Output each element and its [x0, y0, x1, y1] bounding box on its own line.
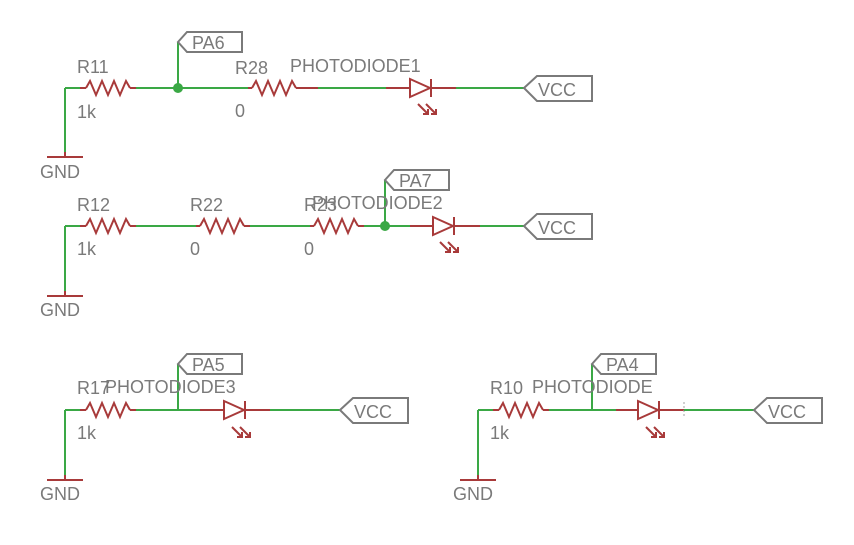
resistor-value: 1k: [77, 423, 97, 443]
svg-text:VCC: VCC: [354, 402, 392, 422]
ground-label: GND: [40, 300, 80, 320]
svg-text:PA6: PA6: [192, 33, 225, 53]
resistor-value: 0: [235, 101, 245, 121]
resistor-value: 0: [304, 239, 314, 259]
photodiode-ref: PHOTODIODE2: [312, 193, 443, 213]
circuit-row-1: GND R11 1k PA6 R28 0: [40, 31, 593, 182]
circuit-row-3: GND R17 1k PA5 PHOTODIODE3: [40, 353, 409, 504]
resistor-r17: [80, 400, 136, 420]
resistor-value: 1k: [77, 102, 97, 122]
resistor-value: 1k: [77, 239, 97, 259]
ground-symbol: [460, 409, 496, 481]
ground-symbol: [47, 225, 83, 297]
resistor-r23: [310, 216, 364, 236]
svg-text:VCC: VCC: [768, 402, 806, 422]
vcc-tag: VCC: [338, 397, 409, 424]
ground-label: GND: [40, 162, 80, 182]
resistor-r28: [248, 78, 318, 98]
photodiode-ref: PHOTODIODE1: [290, 56, 421, 76]
photodiode-ref: PHOTODIODE3: [105, 377, 236, 397]
circuit-row-2: GND R12 1k R22 0 R23 0: [40, 169, 593, 320]
resistor-ref: R23: [304, 195, 337, 215]
resistor-ref: R17: [77, 378, 110, 398]
junction-dot: [380, 221, 390, 231]
ground-symbol: [47, 409, 83, 481]
vcc-tag: VCC: [752, 397, 823, 424]
circuit-row-4: GND R10 1k PA4 PHOTODIODE: [453, 353, 823, 504]
vcc-tag: VCC: [522, 213, 593, 240]
port-tag-pa4: PA4: [590, 353, 657, 375]
svg-text:VCC: VCC: [538, 80, 576, 100]
svg-text:VCC: VCC: [538, 218, 576, 238]
resistor-r11: [80, 78, 136, 98]
resistor-ref: R22: [190, 195, 223, 215]
ground-symbol: [47, 87, 83, 158]
ground-label: GND: [40, 484, 80, 504]
photodiode-1: [386, 77, 456, 115]
resistor-value: 1k: [490, 423, 510, 443]
photodiode-3: [200, 399, 270, 438]
resistor-r10: [493, 400, 549, 420]
resistor-ref: R11: [77, 57, 109, 77]
resistor-r22: [196, 216, 250, 236]
port-tag-pa6: PA6: [176, 31, 243, 53]
ground-label: GND: [453, 484, 493, 504]
svg-text:PA4: PA4: [606, 355, 639, 375]
resistor-r12: [80, 216, 136, 236]
vcc-tag: VCC: [522, 75, 593, 102]
port-tag-pa5: PA5: [176, 353, 243, 375]
photodiode-2: [410, 215, 480, 253]
resistor-ref: R10: [490, 378, 523, 398]
photodiode-4: [616, 399, 684, 438]
svg-text:PA5: PA5: [192, 355, 225, 375]
svg-text:PA7: PA7: [399, 171, 432, 191]
port-tag-pa7: PA7: [383, 169, 450, 191]
resistor-value: 0: [190, 239, 200, 259]
photodiode-ref: PHOTODIODE: [532, 377, 653, 397]
resistor-ref: R28: [235, 58, 268, 78]
resistor-ref: R12: [77, 195, 110, 215]
junction-dot: [173, 83, 183, 93]
